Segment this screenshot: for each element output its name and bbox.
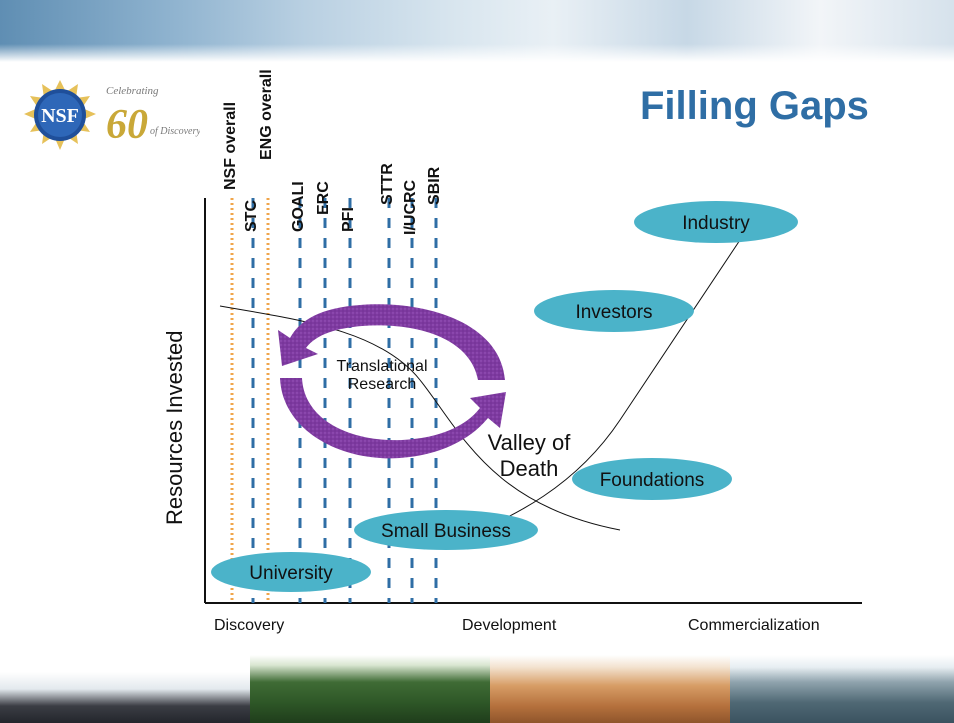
svg-text:Small Business: Small Business (381, 521, 511, 542)
bottom-banner (0, 655, 954, 723)
svg-text:Investors: Investors (575, 302, 652, 323)
stakeholder-industry: Industry (634, 201, 798, 243)
x-label-commercialization: Commercialization (688, 617, 820, 634)
sea-scene (730, 655, 954, 723)
nsf-seal-icon: NSF (24, 80, 96, 150)
program-label-goali: GOALI (290, 181, 307, 232)
svg-text:Foundations: Foundations (600, 470, 705, 491)
stakeholder-small-business: Small Business (354, 510, 538, 550)
stakeholder-foundations: Foundations (572, 458, 732, 500)
svg-text:of Discovery: of Discovery (150, 126, 200, 137)
svg-text:NSF: NSF (41, 105, 79, 127)
snow-scene (0, 655, 250, 723)
program-label-sbir: SBIR (426, 166, 443, 205)
forest-scene (250, 655, 490, 723)
program-label-nsf-overall: NSF overall (222, 101, 239, 190)
top-banner (0, 0, 954, 62)
cycle-arrow-top (278, 304, 505, 380)
program-label-sttr: STTR (379, 163, 396, 205)
program-label-stc: STC (243, 200, 260, 232)
program-label-eng-overall: ENG overall (258, 69, 275, 160)
stakeholder-investors: Investors (534, 290, 694, 332)
commercialization-curve (429, 239, 741, 549)
program-label-i-ucrc: I/UCRC (402, 179, 419, 235)
program-label-erc: ERC (315, 181, 332, 215)
svg-text:Celebrating: Celebrating (106, 85, 159, 97)
svg-text:60: 60 (106, 102, 148, 148)
page-title: Filling Gaps (640, 84, 869, 128)
stakeholder-university: University (211, 552, 371, 592)
x-label-discovery: Discovery (214, 617, 285, 634)
desert-scene (490, 655, 730, 723)
valley-curve (219, 305, 621, 531)
nsf-logo: NSF Celebrating 60 of Discovery (20, 78, 201, 158)
y-axis-label: Resources Invested (162, 330, 187, 525)
x-label-development: Development (462, 617, 557, 634)
cycle-arrow-bottom (280, 378, 506, 459)
svg-text:Industry: Industry (682, 213, 750, 234)
svg-text:University: University (249, 563, 333, 584)
program-label-pfi: PFI (340, 207, 357, 232)
